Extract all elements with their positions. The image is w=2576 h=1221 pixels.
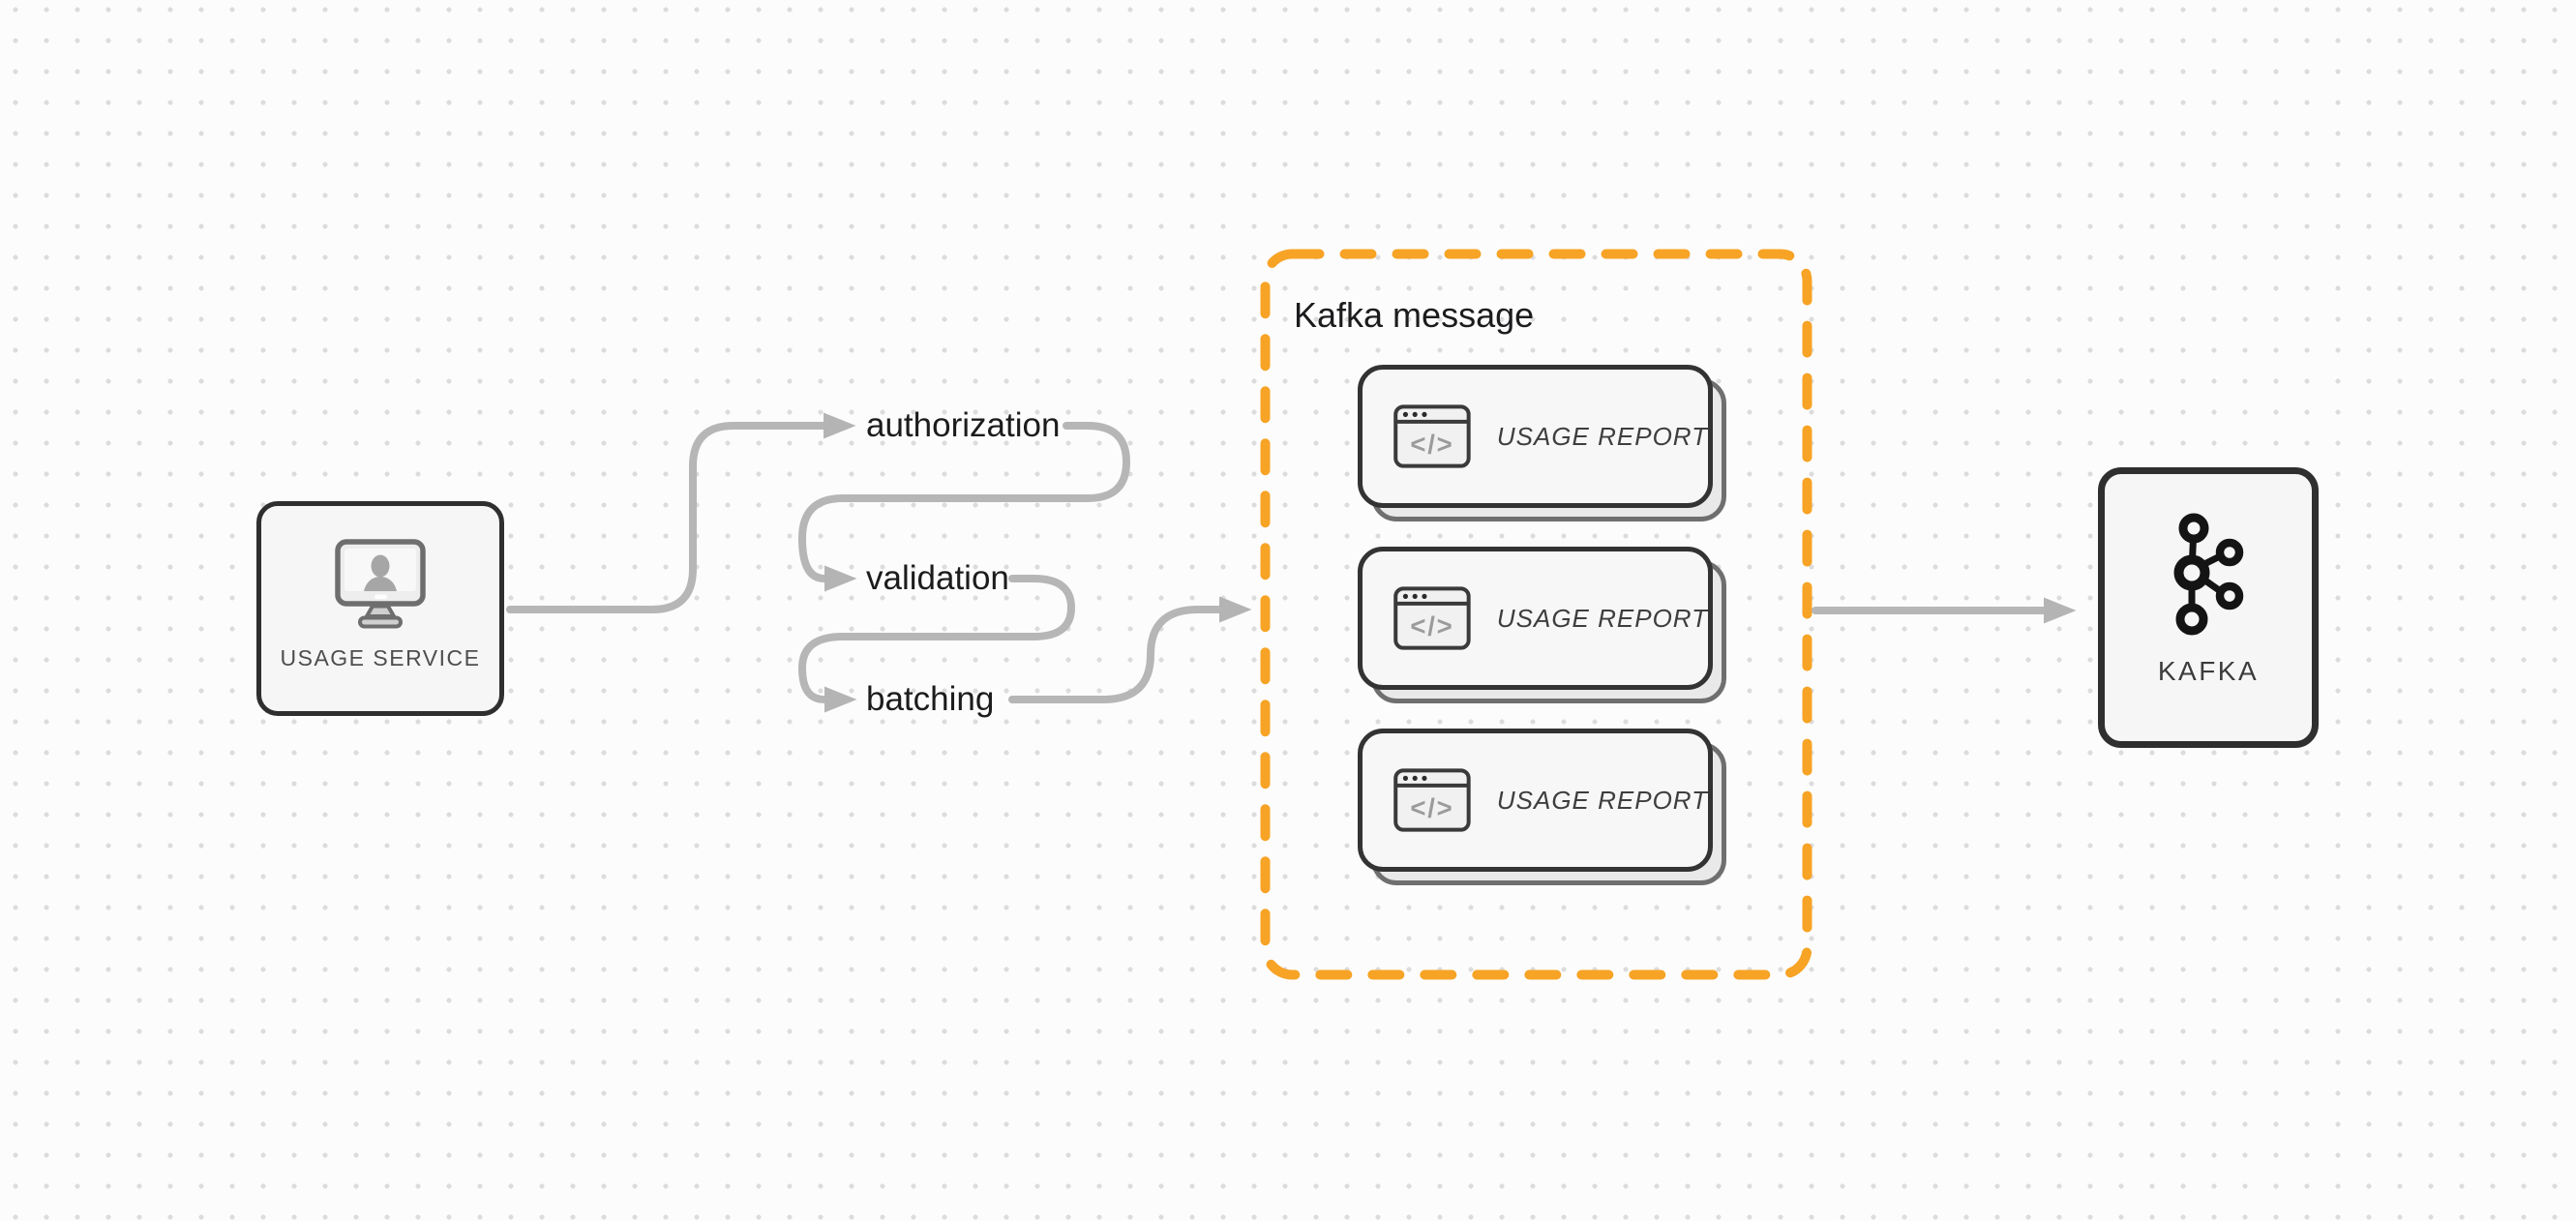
card-face: </> USAGE REPORT bbox=[1358, 547, 1713, 690]
code-glyph: </> bbox=[1410, 430, 1453, 460]
code-window-icon: </> bbox=[1393, 404, 1471, 468]
user-monitor-icon bbox=[335, 539, 426, 629]
usage-report-label: USAGE REPORT bbox=[1496, 785, 1708, 815]
kafka-label: KAFKA bbox=[2157, 656, 2260, 686]
code-glyph: </> bbox=[1410, 611, 1453, 641]
arrow-usage-to-authorization bbox=[506, 412, 856, 613]
step-label-batching: batching bbox=[866, 680, 995, 718]
code-window-icon: </> bbox=[1393, 586, 1471, 650]
usage-report-label: USAGE REPORT bbox=[1496, 603, 1708, 633]
usage-service-node: USAGE SERVICE bbox=[256, 501, 504, 716]
step-label-validation: validation bbox=[866, 559, 1009, 597]
arrow-authorization-to-validation bbox=[797, 422, 1131, 592]
card-face: </> USAGE REPORT bbox=[1358, 729, 1713, 872]
usage-report-label: USAGE REPORT bbox=[1496, 421, 1708, 451]
kafka-logo-icon bbox=[2173, 513, 2244, 636]
arrow-batching-to-kafka-message bbox=[1008, 596, 1252, 703]
step-label-authorization: authorization bbox=[866, 406, 1061, 444]
code-glyph: </> bbox=[1410, 793, 1453, 823]
kafka-node: KAFKA bbox=[2098, 467, 2319, 748]
usage-service-label: USAGE SERVICE bbox=[280, 645, 481, 670]
code-window-icon: </> bbox=[1393, 768, 1471, 832]
usage-report-card: </> USAGE REPORT bbox=[1358, 729, 1726, 885]
usage-report-card: </> USAGE REPORT bbox=[1358, 365, 1726, 521]
kafka-message-title: Kafka message bbox=[1294, 295, 1535, 335]
card-face: </> USAGE REPORT bbox=[1358, 365, 1713, 508]
usage-report-card: </> USAGE REPORT bbox=[1358, 547, 1726, 703]
